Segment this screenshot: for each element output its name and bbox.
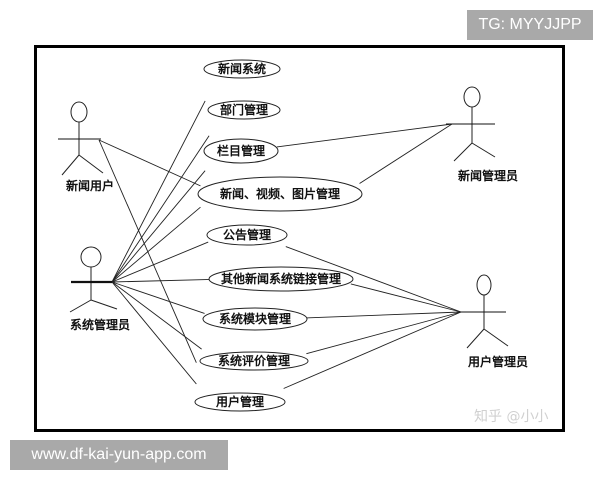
use-case-ellipse [203,138,279,164]
use-case-uc3: 栏目管理 [203,138,279,164]
actor-label: 用户管理员 [467,354,528,369]
association-line [350,283,462,313]
use-case-ellipse [208,266,354,292]
actor-sys-admin: 系统管理员 [69,246,130,332]
use-case-label: 栏目管理 [217,143,265,158]
association-line [111,100,206,283]
actor-news-admin: 新闻管理员 [446,86,518,183]
association-line [276,123,453,148]
actor-leg [483,328,509,347]
association-line [305,311,462,319]
use-case-ellipse [194,392,286,412]
use-case-uc2: 部门管理 [207,100,281,120]
actor-user-admin: 用户管理员 [460,274,528,369]
association-line [111,281,197,385]
association-line [111,170,206,283]
use-case-label: 系统模块管理 [219,311,291,326]
use-case-uc6: 其他新闻系统链接管理 [208,266,354,292]
use-case-label: 用户管理 [215,394,264,409]
actor-leg [466,328,485,349]
use-case-uc5: 公告管理 [206,224,288,246]
use-case-uc4: 新闻、视频、图片管理 [197,176,363,212]
use-case-uc8: 系统评价管理 [199,351,309,371]
association-line [111,279,212,283]
use-case-ellipse [207,100,281,120]
use-case-ellipse [202,307,308,331]
use-case-label: 新闻、视频、图片管理 [220,186,340,201]
association-line [111,281,202,350]
use-case-label: 新闻系统 [218,61,266,76]
association-line [111,281,205,314]
use-case-uc9: 用户管理 [194,392,286,412]
actor-leg [90,299,118,310]
association-line [283,311,462,389]
association-line [359,123,453,184]
use-case-label: 系统评价管理 [218,353,290,368]
actor-label: 系统管理员 [70,317,130,332]
use-case-ellipse [199,351,309,371]
actor-leg [78,154,104,174]
association-line [111,241,209,283]
actor-label: 新闻管理员 [458,168,518,183]
actor-leg [69,299,92,313]
watermark-url: www.df-kai-yun-app.com [10,440,228,470]
association-line [111,206,201,283]
use-case-label: 部门管理 [220,102,268,117]
use-case-label: 公告管理 [223,227,271,242]
use-case-label: 其他新闻系统链接管理 [221,271,341,286]
diagram-frame [34,45,565,432]
actor-news-user: 新闻用户 [58,101,114,193]
actor-label: 新闻用户 [66,178,114,193]
association-line [111,135,210,283]
association-line [98,139,197,363]
watermark-tg: TG: MYYJJPP [467,10,593,40]
use-case-uc1: 新闻系统 [203,59,281,79]
association-line [98,139,201,187]
association-line [306,311,462,355]
use-case-ellipse [203,59,281,79]
actor-leg [453,142,473,162]
association-line [285,246,462,313]
use-case-uc7: 系统模块管理 [202,307,308,331]
watermark-zhihu: 知乎 @小小 [474,409,549,425]
actor-leg [471,142,496,158]
use-case-ellipse [197,176,363,212]
use-case-ellipse [206,224,288,246]
actor-leg [61,154,80,176]
